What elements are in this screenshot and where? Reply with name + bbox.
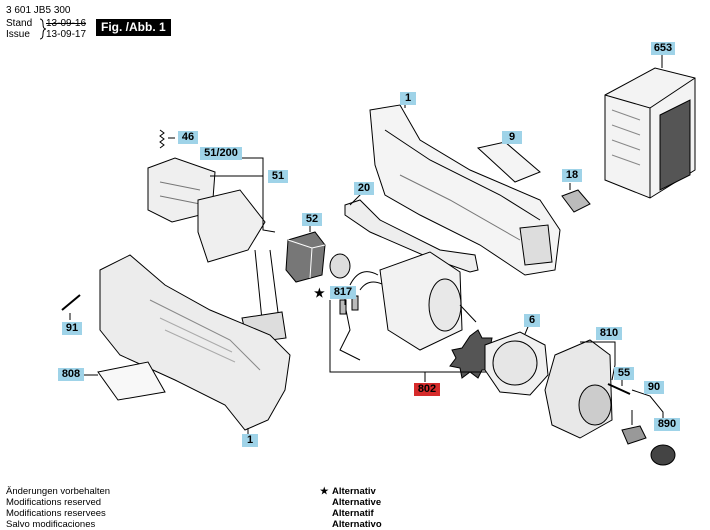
- callout-890: 890: [654, 418, 680, 431]
- alt-line-fr: Alternatif: [332, 508, 374, 519]
- battery-pack-part: [604, 67, 696, 199]
- footer-line-en: Modifications reserved: [6, 497, 102, 508]
- bearing-ring-part: [329, 253, 351, 279]
- footer-line-es: Salvo modificaciones: [6, 519, 96, 530]
- slider-part: [344, 199, 479, 273]
- callout-808: 808: [58, 368, 84, 381]
- callout-46: 46: [178, 131, 198, 144]
- screw-91-part: [61, 294, 81, 311]
- callout-55: 55: [614, 367, 634, 380]
- callout-9: 9: [502, 131, 522, 144]
- spring-part: [159, 129, 165, 149]
- screw-55-part: [607, 383, 631, 395]
- bit-holder-part: [621, 425, 647, 445]
- housing-bottom-part: [99, 254, 291, 431]
- header-brace: [39, 18, 47, 40]
- figure-label: Fig. /Abb. 1: [96, 19, 171, 36]
- issue-label: Issue: [6, 29, 30, 40]
- callout-51: 51: [268, 170, 288, 183]
- callout-1-bottom: 1: [242, 434, 258, 447]
- label-strip-part: [476, 141, 541, 183]
- gear-ring-part: [484, 331, 549, 396]
- stand-label: Stand: [6, 18, 33, 29]
- callout-810: 810: [596, 327, 622, 340]
- footer-line-de: Änderungen vorbehalten: [6, 486, 111, 497]
- callout-52: 52: [302, 213, 322, 226]
- callout-6: 6: [524, 314, 540, 327]
- gearbox-part: [544, 339, 613, 439]
- alt-line-es: Alternativo: [332, 519, 382, 530]
- motor-part: [339, 251, 477, 361]
- electronic-block-part: [285, 231, 326, 283]
- callout-1-top: 1: [400, 92, 416, 105]
- new-date: 13-09-17: [46, 29, 87, 40]
- callout-817: 817: [330, 286, 356, 299]
- callout-802: 802: [414, 383, 440, 396]
- callout-91: 91: [62, 322, 82, 335]
- callout-18: 18: [562, 169, 582, 182]
- housing-top-part: [369, 104, 561, 276]
- callout-653: 653: [651, 42, 675, 55]
- footer-line-fr: Modifications reservees: [6, 508, 106, 519]
- switch-assembly-part: [147, 157, 287, 346]
- callout-90: 90: [644, 381, 664, 394]
- alt-line-de: Alternativ: [332, 486, 376, 497]
- footer-disclaimer: Änderungen vorbehalten Modifications res…: [6, 486, 110, 530]
- alt-line-en: Alternative: [332, 497, 382, 508]
- switch-cap-part: [561, 189, 591, 213]
- footer-alternative-legend: Alternativ Alternative Alternatif Altern…: [332, 486, 382, 530]
- alternative-star-icon: ★: [314, 286, 325, 300]
- callout-20: 20: [354, 182, 374, 195]
- footer-star-icon: ★: [320, 486, 329, 497]
- label-808-part: [97, 361, 166, 401]
- chuck-part: [650, 444, 676, 466]
- doc-number: 3 601 JB5 300: [6, 5, 71, 16]
- old-date: 13-09-16: [46, 18, 87, 29]
- callout-51-200: 51/200: [200, 147, 242, 160]
